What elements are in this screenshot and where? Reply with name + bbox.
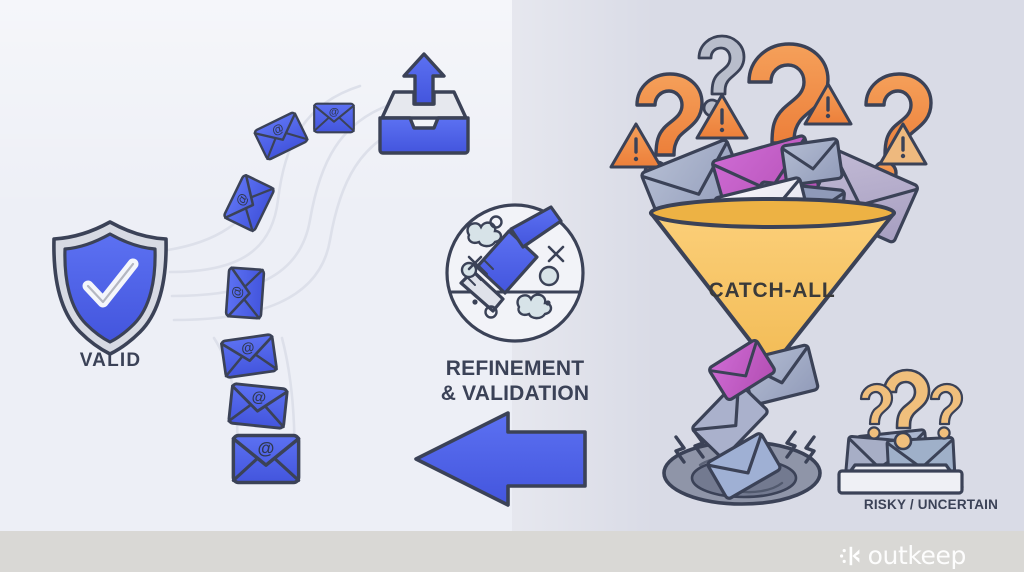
sparkle-icon (467, 255, 483, 271)
catchall-label: CATCH-ALL (708, 279, 836, 302)
email-envelope-icon (708, 338, 776, 402)
footer-bar (0, 531, 1024, 572)
refinement-validation-label: REFINEMENT & VALIDATION (440, 357, 590, 405)
warning-triangle-icon (695, 93, 749, 140)
email-envelope-icon (313, 102, 355, 134)
question-mark-icon (929, 382, 964, 440)
brand-logo: outkeep (839, 543, 966, 568)
warning-triangle-icon (878, 122, 928, 166)
email-envelope-icon (252, 110, 310, 162)
email-envelope-icon (224, 266, 266, 320)
suds-shape (516, 293, 553, 320)
warning-triangle-icon (803, 82, 853, 126)
email-envelope-stream (219, 102, 355, 485)
funnel-icon (649, 197, 896, 358)
question-mark-icon (859, 382, 894, 440)
shield-check-icon (52, 220, 168, 356)
email-envelope-icon (222, 172, 276, 234)
risky-uncertain-label: RISKY / UNCERTAIN (863, 497, 999, 512)
sparkle-icon (547, 245, 565, 263)
arrow-left-icon (414, 411, 587, 507)
warning-triangle-cluster (609, 82, 928, 169)
email-envelope-icon (227, 381, 289, 431)
outbox-upload-icon (378, 52, 470, 155)
suds-shape (466, 221, 503, 248)
brand-name: outkeep (867, 541, 967, 570)
email-envelope-icon (706, 432, 782, 500)
question-mark-icon (882, 368, 931, 451)
falling-envelope-group (691, 338, 820, 500)
email-envelope-icon (780, 137, 844, 187)
warning-triangle-icon (609, 122, 663, 169)
valid-label: VALID (79, 350, 142, 371)
impact-spark-marks (674, 430, 816, 464)
scrub-brush-badge (445, 203, 585, 343)
email-envelope-icon (231, 433, 301, 485)
email-envelope-icon (219, 332, 279, 380)
scrub-brush-icon (459, 205, 563, 313)
tray-question-mark-group (859, 368, 964, 451)
starburst-icon (839, 545, 861, 567)
